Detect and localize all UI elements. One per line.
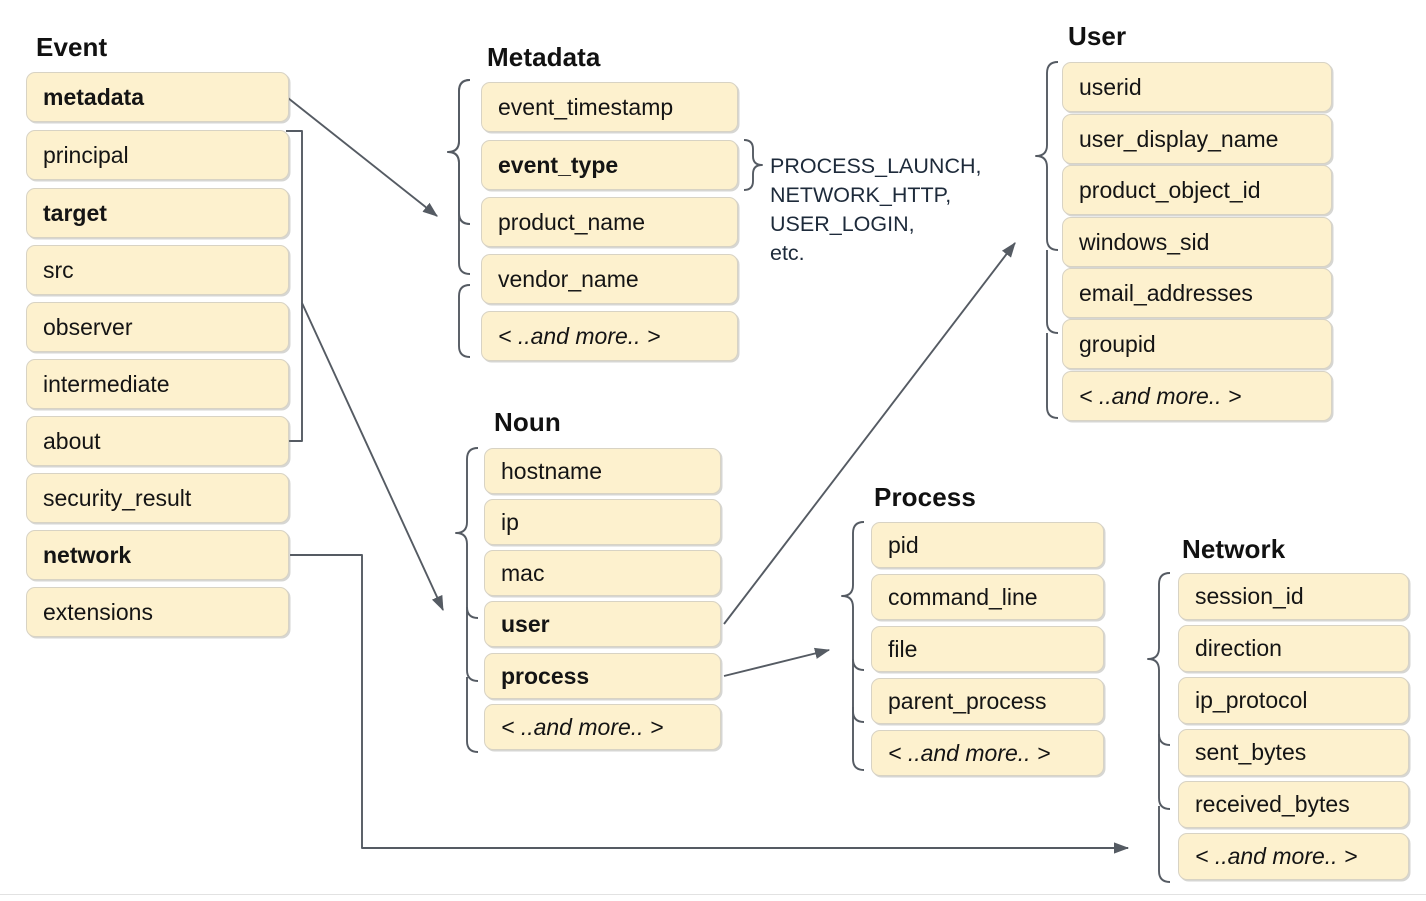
field-process-more[interactable]: < ..and more.. > bbox=[871, 730, 1104, 776]
field-metadata-event-timestamp[interactable]: event_timestamp bbox=[481, 82, 738, 132]
field-metadata-event-type[interactable]: event_type bbox=[481, 140, 738, 190]
field-user-userid[interactable]: userid bbox=[1062, 62, 1332, 112]
field-network-direction[interactable]: direction bbox=[1178, 625, 1409, 672]
footer-divider bbox=[0, 894, 1426, 895]
event-type-values: PROCESS_LAUNCH, NETWORK_HTTP, USER_LOGIN… bbox=[770, 154, 982, 265]
field-user-display-name[interactable]: user_display_name bbox=[1062, 114, 1332, 164]
field-user-groupid[interactable]: groupid bbox=[1062, 319, 1332, 369]
brace-process bbox=[841, 521, 865, 671]
field-noun-more[interactable]: < ..and more.. > bbox=[484, 704, 721, 750]
field-user-product-object-id[interactable]: product_object_id bbox=[1062, 165, 1332, 215]
brace-user bbox=[1035, 61, 1059, 251]
field-network-received-bytes[interactable]: received_bytes bbox=[1178, 781, 1409, 828]
field-event-intermediate[interactable]: intermediate bbox=[26, 359, 289, 409]
field-user-more[interactable]: < ..and more.. > bbox=[1062, 371, 1332, 421]
field-process-parent-process[interactable]: parent_process bbox=[871, 678, 1104, 724]
field-user-windows-sid[interactable]: windows_sid bbox=[1062, 217, 1332, 267]
field-network-session-id[interactable]: session_id bbox=[1178, 573, 1409, 620]
field-event-principal[interactable]: principal bbox=[26, 130, 289, 180]
field-metadata-more[interactable]: < ..and more.. > bbox=[481, 311, 738, 361]
field-event-network[interactable]: network bbox=[26, 530, 289, 580]
field-network-more[interactable]: < ..and more.. > bbox=[1178, 833, 1409, 880]
field-user-email-addresses[interactable]: email_addresses bbox=[1062, 268, 1332, 318]
group-title-noun: Noun bbox=[494, 407, 561, 437]
edge-process bbox=[723, 647, 831, 677]
field-process-command-line[interactable]: command_line bbox=[871, 574, 1104, 620]
field-noun-hostname[interactable]: hostname bbox=[484, 448, 721, 494]
brace-event-type bbox=[743, 139, 763, 191]
field-noun-ip[interactable]: ip bbox=[484, 499, 721, 545]
field-event-target[interactable]: target bbox=[26, 188, 289, 238]
field-noun-user[interactable]: user bbox=[484, 601, 721, 647]
field-metadata-vendor-name[interactable]: vendor_name bbox=[481, 254, 738, 304]
group-title-event: Event bbox=[36, 32, 108, 62]
field-process-pid[interactable]: pid bbox=[871, 522, 1104, 568]
field-noun-process[interactable]: process bbox=[484, 653, 721, 699]
field-event-observer[interactable]: observer bbox=[26, 302, 289, 352]
group-title-metadata: Metadata bbox=[487, 42, 601, 72]
brace-noun bbox=[455, 447, 479, 619]
group-title-process: Process bbox=[874, 482, 976, 512]
brace-network bbox=[1147, 572, 1171, 746]
field-event-extensions[interactable]: extensions bbox=[26, 587, 289, 637]
edge-metadata bbox=[287, 97, 438, 217]
field-network-sent-bytes[interactable]: sent_bytes bbox=[1178, 729, 1409, 776]
group-title-network: Network bbox=[1182, 534, 1286, 564]
field-event-about[interactable]: about bbox=[26, 416, 289, 466]
field-metadata-product-name[interactable]: product_name bbox=[481, 197, 738, 247]
field-noun-mac[interactable]: mac bbox=[484, 550, 721, 596]
group-title-user: User bbox=[1068, 21, 1127, 51]
field-event-metadata[interactable]: metadata bbox=[26, 72, 289, 122]
field-event-src[interactable]: src bbox=[26, 245, 289, 295]
field-event-security-result[interactable]: security_result bbox=[26, 473, 289, 523]
field-network-ip-protocol[interactable]: ip_protocol bbox=[1178, 677, 1409, 724]
edge-noun bbox=[301, 302, 444, 612]
field-process-file[interactable]: file bbox=[871, 626, 1104, 672]
brace-metadata bbox=[447, 79, 471, 225]
